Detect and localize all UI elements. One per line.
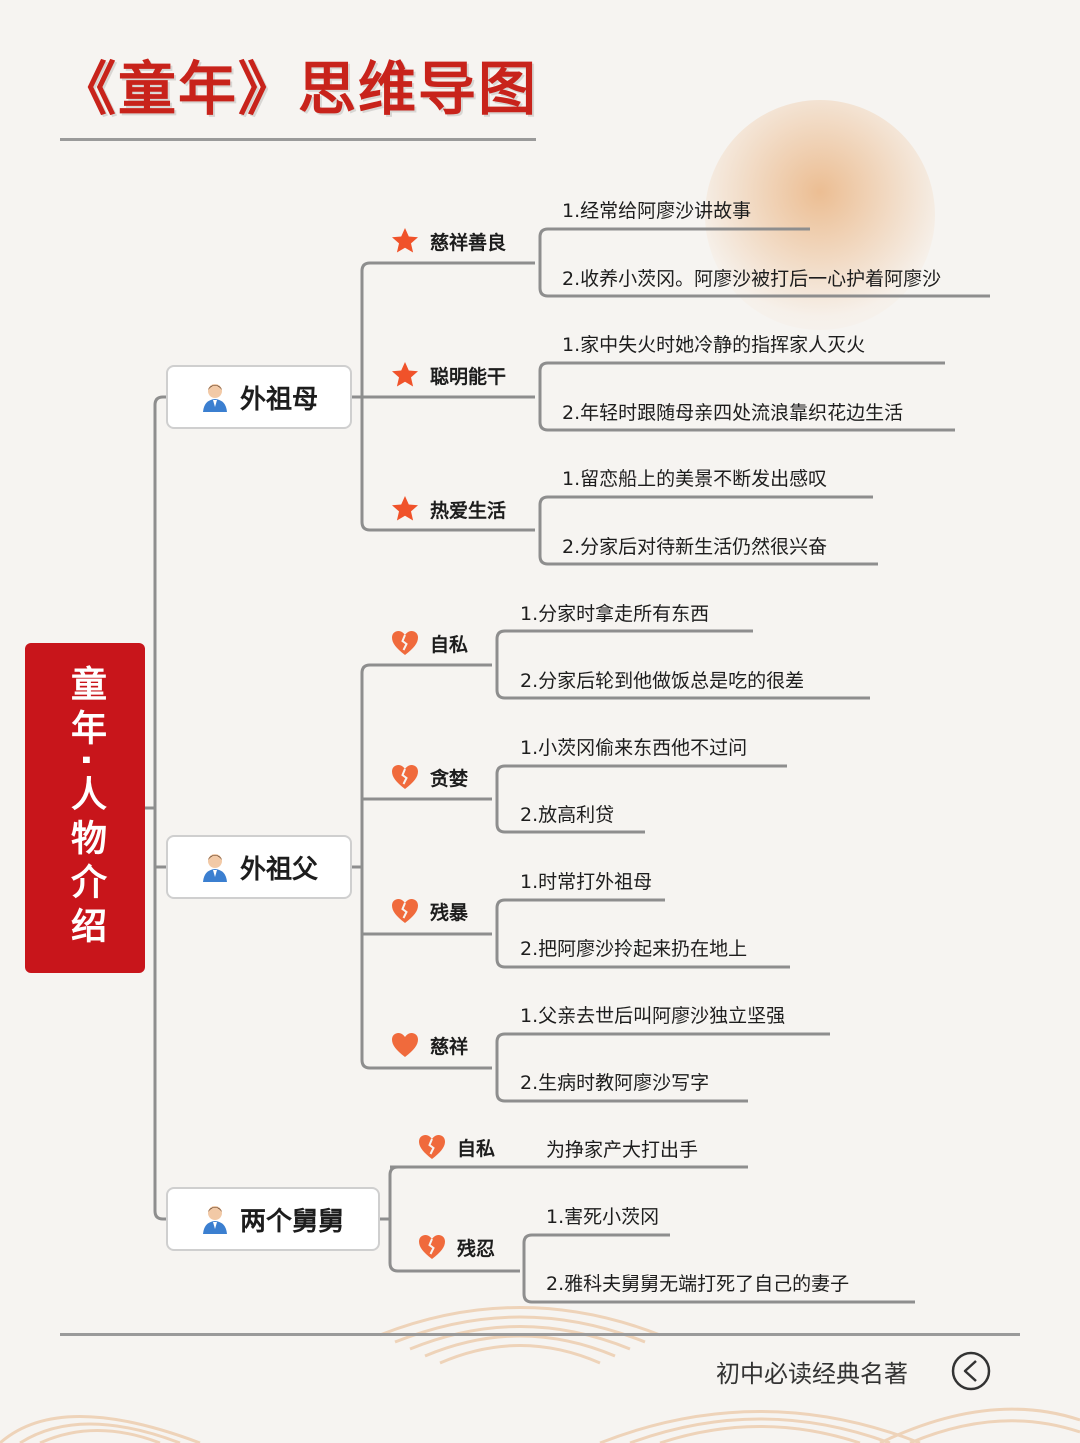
person-avatar-icon xyxy=(203,384,227,412)
leaf-item: 2.生病时教阿廖沙写字 xyxy=(520,1072,710,1094)
leaf-item: 1.分家时拿走所有东西 xyxy=(520,603,710,625)
trait-branch xyxy=(538,227,990,298)
person-node-grandmother[interactable]: 外祖母 xyxy=(166,365,352,429)
chevron-left-circle-icon[interactable] xyxy=(950,1350,992,1392)
broken-heart-icon xyxy=(392,765,418,789)
root-branch xyxy=(153,395,166,1221)
broken-heart-icon xyxy=(419,1135,445,1159)
title-divider xyxy=(60,138,536,141)
trait-branch xyxy=(538,495,878,566)
trait-label: 贪婪 xyxy=(430,767,469,790)
trait-node[interactable]: 贪婪 xyxy=(390,762,468,792)
leaf-item: 2.雅科夫舅舅无端打死了自己的妻子 xyxy=(546,1273,850,1295)
trait-node[interactable]: 残忍 xyxy=(417,1232,495,1262)
star-icon xyxy=(392,228,418,253)
person-node-uncles[interactable]: 两个舅舅 xyxy=(166,1187,380,1251)
leaf-item: 1.父亲去世后叫阿廖沙独立坚强 xyxy=(520,1005,786,1027)
trait-label: 慈祥 xyxy=(430,1035,469,1058)
trait-node[interactable]: 慈祥善良 xyxy=(390,226,506,256)
star-icon xyxy=(392,496,418,521)
root-node: 童年·人物介绍 xyxy=(25,643,145,973)
leaf-item: 2.年轻时跟随母亲四处流浪靠织花边生活 xyxy=(562,402,904,424)
trait-branch xyxy=(495,764,787,834)
trait-branch xyxy=(495,1032,830,1103)
trait-node[interactable]: 自私 xyxy=(390,628,468,658)
trait-node[interactable]: 聪明能干 xyxy=(390,360,506,390)
person-node-grandfather[interactable]: 外祖父 xyxy=(166,835,352,899)
leaf-item: 2.放高利贷 xyxy=(520,804,615,826)
trait-branch xyxy=(495,629,870,700)
trait-node[interactable]: 自私 xyxy=(417,1132,495,1162)
trait-branch xyxy=(495,898,790,969)
sun-decoration xyxy=(705,100,935,330)
page-title: 《童年》思维导图 xyxy=(58,55,539,123)
trait-label: 自私 xyxy=(430,633,469,656)
leaf-item: 2.收养小茨冈。阿廖沙被打后一心护着阿廖沙 xyxy=(562,268,942,290)
trait-label: 残忍 xyxy=(457,1237,496,1260)
leaf-item: 1.家中失火时她冷静的指挥家人灭火 xyxy=(562,334,866,356)
person-label: 外祖母 xyxy=(240,384,319,415)
broken-heart-icon xyxy=(419,1235,445,1259)
person-label: 外祖父 xyxy=(240,854,319,885)
footer-divider xyxy=(60,1333,1020,1336)
broken-heart-icon xyxy=(392,899,418,923)
heart-icon xyxy=(392,1033,418,1057)
trait-label: 残暴 xyxy=(430,901,469,924)
trait-branch xyxy=(522,1233,915,1304)
trait-node[interactable]: 热爱生活 xyxy=(390,494,506,524)
trait-label: 热爱生活 xyxy=(430,499,507,522)
broken-heart-icon xyxy=(392,631,418,655)
person-branch xyxy=(360,663,492,1070)
person-avatar-icon xyxy=(203,1206,227,1234)
leaf-item: 1.留恋船上的美景不断发出感叹 xyxy=(562,468,828,490)
trait-node[interactable]: 慈祥 xyxy=(390,1030,468,1060)
person-avatar-icon xyxy=(203,854,227,882)
leaf-item: 2.分家后轮到他做饭总是吃的很差 xyxy=(520,670,805,692)
leaf-item: 为挣家产大打出手 xyxy=(546,1139,699,1161)
person-label: 两个舅舅 xyxy=(240,1206,345,1237)
star-icon xyxy=(392,362,418,387)
leaf-item: 1.经常给阿廖沙讲故事 xyxy=(562,200,752,222)
leaf-item: 1.害死小茨冈 xyxy=(546,1206,660,1228)
trait-label: 慈祥善良 xyxy=(430,231,507,254)
footer-caption: 初中必读经典名著 xyxy=(716,1360,908,1388)
trait-node[interactable]: 残暴 xyxy=(390,896,468,926)
trait-label: 聪明能干 xyxy=(430,365,507,388)
leaf-item: 2.把阿廖沙拎起来扔在地上 xyxy=(520,938,748,960)
leaf-item: 2.分家后对待新生活仍然很兴奋 xyxy=(562,536,828,558)
trait-branch xyxy=(538,361,955,432)
leaf-item: 1.时常打外祖母 xyxy=(520,871,653,893)
trait-label: 自私 xyxy=(457,1137,496,1160)
leaf-item: 1.小茨冈偷来东西他不过问 xyxy=(520,737,748,759)
root-label: 童年·人物介绍 xyxy=(65,665,106,951)
